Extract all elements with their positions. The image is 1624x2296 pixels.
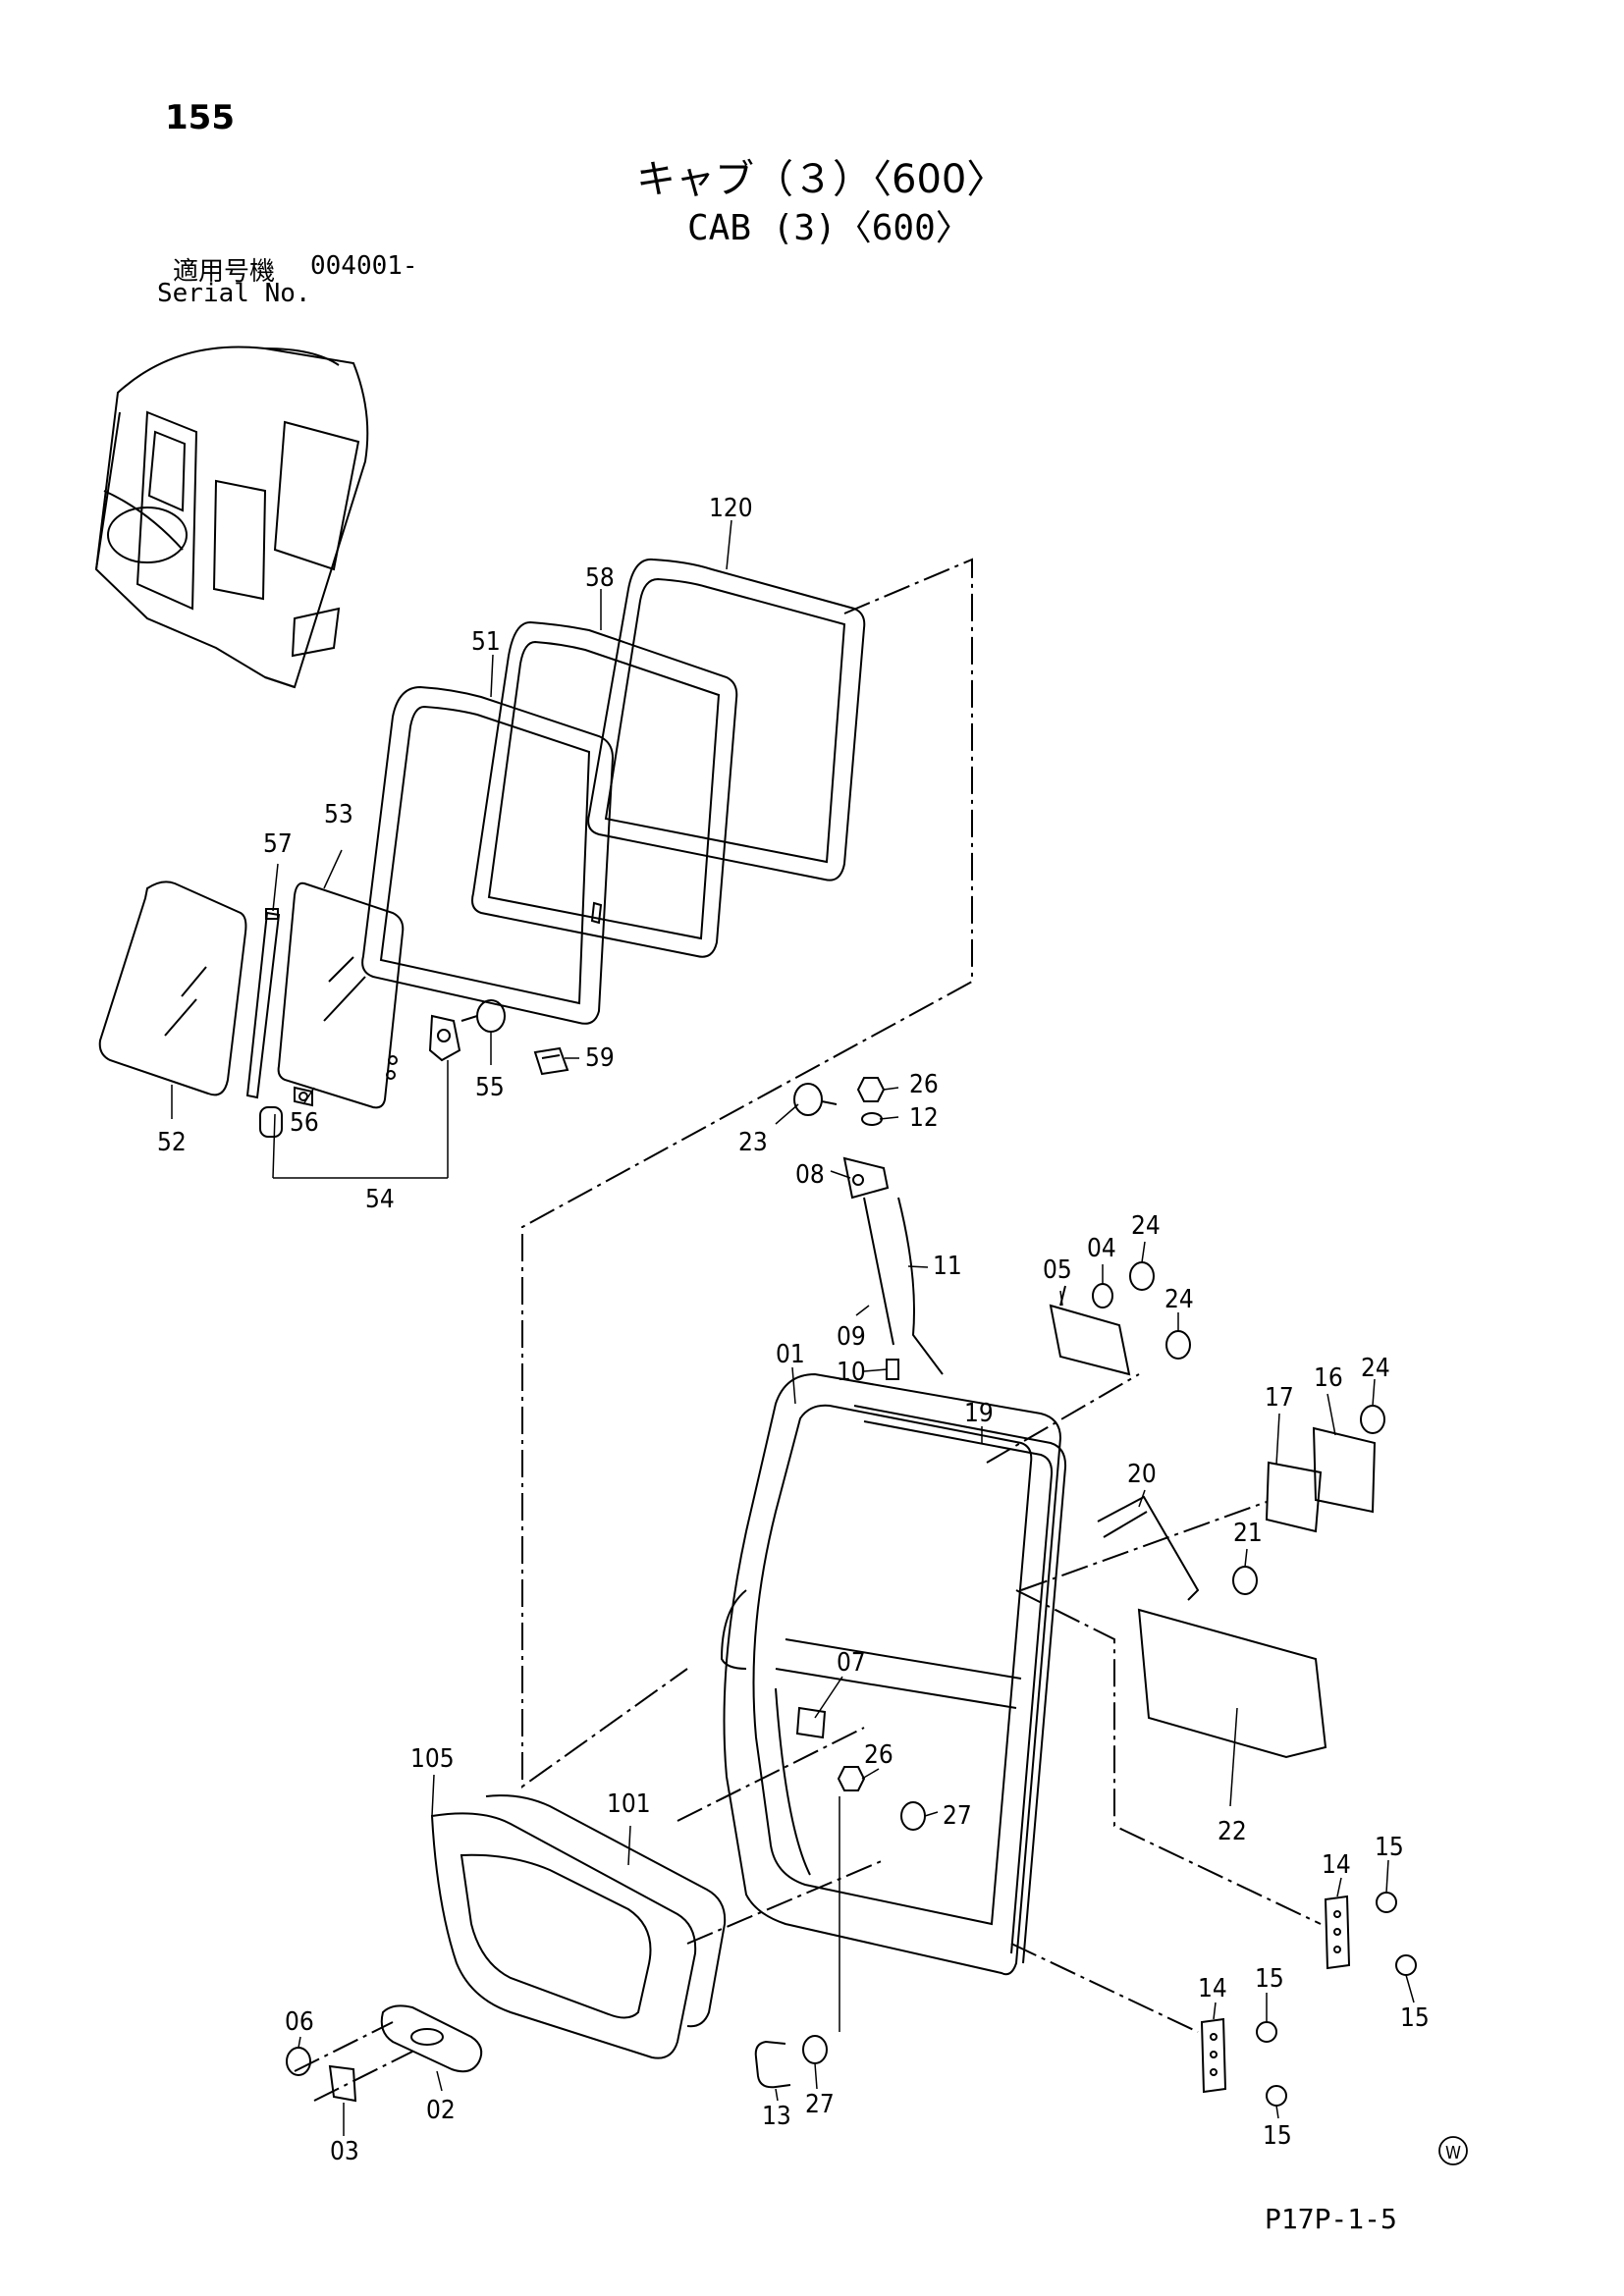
part-20-grab-handle bbox=[1097, 1495, 1200, 1601]
label-15a: 15 bbox=[1375, 1833, 1404, 1862]
part-120-glass-seal bbox=[587, 558, 866, 881]
label-08: 08 bbox=[795, 1160, 825, 1190]
part-52-glass bbox=[98, 881, 247, 1096]
label-105: 105 bbox=[410, 1744, 455, 1774]
label-10: 10 bbox=[837, 1358, 866, 1387]
label-20: 20 bbox=[1127, 1460, 1157, 1489]
part-04-plate bbox=[1092, 1283, 1113, 1308]
assembly-phantom-lines bbox=[294, 558, 1322, 2102]
serial-label-japanese: 適用号機 bbox=[173, 257, 276, 287]
label-19: 19 bbox=[964, 1399, 994, 1428]
title-japanese: キャブ（３）〈600〉 bbox=[636, 157, 1006, 202]
part-53-sliding-glass bbox=[277, 881, 405, 1109]
part-57-rail bbox=[245, 908, 281, 1099]
label-15d: 15 bbox=[1263, 2121, 1292, 2151]
label-04: 04 bbox=[1087, 1234, 1116, 1263]
cab-overview-thumbnail bbox=[94, 346, 369, 689]
label-53: 53 bbox=[324, 800, 353, 829]
label-54: 54 bbox=[365, 1185, 395, 1214]
serial-number-value: 004001- bbox=[310, 251, 418, 281]
label-05: 05 bbox=[1043, 1255, 1072, 1285]
part-02-latch-plate bbox=[380, 2004, 483, 2073]
label-15c: 15 bbox=[1255, 1964, 1284, 1994]
label-16: 16 bbox=[1314, 1363, 1343, 1393]
label-03: 03 bbox=[330, 2137, 359, 2166]
label-51: 51 bbox=[471, 627, 501, 657]
label-14a: 14 bbox=[1322, 1850, 1351, 1880]
serial-label-english: Serial No. bbox=[157, 279, 311, 308]
label-13: 13 bbox=[762, 2102, 791, 2131]
title-english: CAB (3)〈600〉 bbox=[687, 208, 971, 248]
label-56: 56 bbox=[290, 1108, 319, 1138]
part-number-labels: 120 58 51 53 57 52 56 54 55 59 26 12 23 … bbox=[157, 494, 1430, 2166]
label-02: 02 bbox=[426, 2096, 456, 2125]
label-21: 21 bbox=[1233, 1519, 1263, 1548]
label-52: 52 bbox=[157, 1128, 187, 1157]
part-54-latch-bracket bbox=[428, 1014, 461, 1062]
label-55: 55 bbox=[475, 1073, 505, 1102]
part-09-rod bbox=[863, 1197, 894, 1346]
part-22-trim-panel bbox=[1137, 1608, 1327, 1759]
part-19-door-seal bbox=[853, 1405, 1067, 1964]
circled-w-mark: W bbox=[1438, 2136, 1468, 2165]
label-120: 120 bbox=[709, 494, 753, 523]
label-11: 11 bbox=[933, 1252, 962, 1281]
part-06-knob bbox=[286, 2047, 311, 2076]
part-07-bracket bbox=[795, 1706, 827, 1739]
label-27b: 27 bbox=[805, 2090, 835, 2119]
part-26-nut bbox=[856, 1077, 886, 1102]
label-27a: 27 bbox=[943, 1801, 972, 1831]
part-58-glass-seal bbox=[471, 620, 738, 958]
label-24a: 24 bbox=[1131, 1211, 1161, 1241]
part-10-clamp bbox=[886, 1359, 899, 1380]
label-12: 12 bbox=[909, 1103, 939, 1133]
label-15b: 15 bbox=[1400, 2003, 1430, 2033]
part-14-hinge-lower bbox=[1200, 2017, 1227, 2094]
part-08-handle-bracket bbox=[842, 1156, 890, 1200]
part-101-window-seal bbox=[485, 1794, 727, 2028]
part-15-bolts bbox=[1256, 1892, 1417, 2107]
label-57: 57 bbox=[263, 829, 293, 859]
circled-w-letter: W bbox=[1445, 2143, 1461, 2163]
part-12-washer bbox=[861, 1112, 883, 1126]
part-11-cable bbox=[897, 1197, 944, 1375]
label-09: 09 bbox=[837, 1322, 866, 1352]
label-06: 06 bbox=[285, 2007, 314, 2037]
label-07: 07 bbox=[837, 1648, 866, 1678]
label-24b: 24 bbox=[1164, 1285, 1194, 1314]
part-05-striker bbox=[1049, 1285, 1131, 1376]
leader-lines bbox=[171, 519, 1415, 2136]
part-16-cover-plate bbox=[1312, 1426, 1377, 1514]
part-23-bolt bbox=[793, 1083, 838, 1116]
part-105-lower-window bbox=[430, 1812, 697, 2059]
part-26b-nut bbox=[837, 1766, 866, 1791]
label-58: 58 bbox=[585, 563, 615, 593]
label-59: 59 bbox=[585, 1043, 615, 1073]
label-23: 23 bbox=[738, 1128, 768, 1157]
label-01: 01 bbox=[776, 1340, 805, 1369]
page-number: 155 bbox=[165, 98, 235, 137]
part-03-clip bbox=[328, 2064, 357, 2103]
part-56-stopper bbox=[259, 1086, 313, 1138]
label-14b: 14 bbox=[1198, 1974, 1227, 2003]
label-17: 17 bbox=[1265, 1383, 1294, 1413]
figure-code: P17P-1-5 bbox=[1265, 2203, 1397, 2235]
label-24c: 24 bbox=[1361, 1354, 1390, 1383]
label-26b: 26 bbox=[864, 1740, 893, 1770]
part-21-bolt bbox=[1232, 1566, 1258, 1595]
part-01-door-assembly bbox=[720, 1372, 1062, 1976]
label-101: 101 bbox=[607, 1789, 651, 1819]
part-13-u-bolt bbox=[754, 2040, 791, 2089]
label-26a: 26 bbox=[909, 1070, 939, 1099]
part-59-clip bbox=[533, 1046, 569, 1076]
part-51-window-frame bbox=[361, 685, 615, 1025]
part-14-hinge-upper bbox=[1324, 1895, 1351, 1970]
part-17-gasket bbox=[1265, 1461, 1323, 1533]
label-22: 22 bbox=[1218, 1817, 1247, 1846]
